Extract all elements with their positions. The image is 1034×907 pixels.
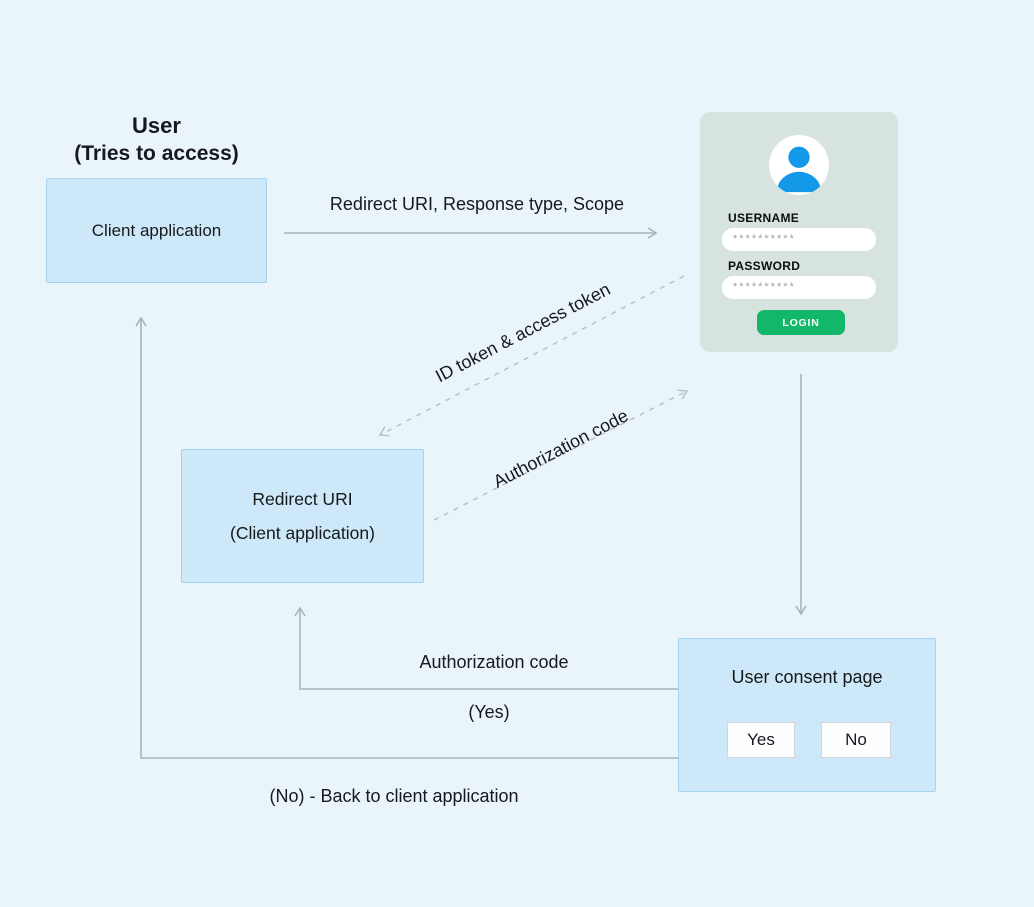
- password-label: PASSWORD: [728, 259, 801, 273]
- yes-path-label: Authorization code: [419, 652, 569, 672]
- username-label: USERNAME: [728, 211, 800, 225]
- login-button[interactable]: LOGIN: [757, 310, 845, 335]
- user-avatar-icon: [768, 134, 830, 196]
- username-input[interactable]: **********: [722, 228, 876, 251]
- arrow-yes-path: [294, 606, 678, 690]
- client-application-box: Client application: [46, 178, 267, 283]
- arrow-auth-code: [433, 389, 689, 521]
- redirect-uri-line1: Redirect URI: [252, 489, 353, 509]
- user-heading-line1: User: [132, 113, 181, 138]
- consent-yes-button[interactable]: Yes: [727, 722, 795, 758]
- consent-no-button[interactable]: No: [821, 722, 891, 758]
- redirect-uri-line2: (Client application): [230, 523, 375, 543]
- no-path-label: (No) - Back to client application: [269, 786, 519, 806]
- request-arrow-label: Redirect URI, Response type, Scope: [329, 194, 625, 214]
- yes-path-sublabel: (Yes): [468, 702, 510, 722]
- arrow-no-path: [135, 316, 678, 759]
- arrow-id-token: [378, 275, 685, 437]
- redirect-uri-box: Redirect URI (Client application): [181, 449, 424, 583]
- user-heading-line2: (Tries to access): [74, 142, 239, 165]
- client-application-label: Client application: [91, 220, 222, 240]
- user-heading: User (Tries to access): [46, 112, 267, 168]
- user-consent-box: User consent page Yes No: [678, 638, 936, 792]
- login-card: USERNAME ********** PASSWORD ********** …: [700, 112, 898, 352]
- consent-title: User consent page: [731, 667, 883, 687]
- password-input[interactable]: **********: [722, 276, 876, 299]
